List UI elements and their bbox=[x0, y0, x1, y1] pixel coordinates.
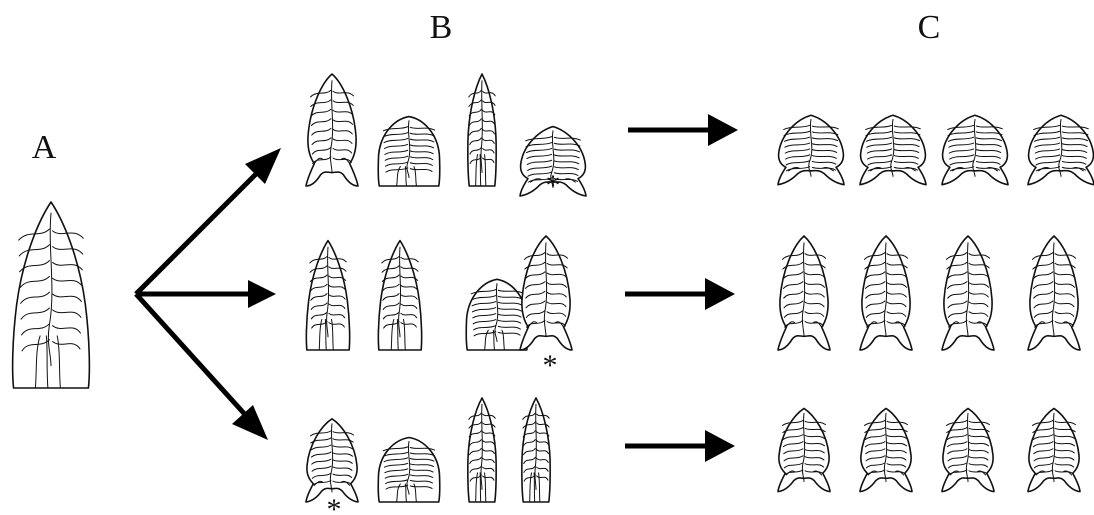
asterisk-marker-row-2: * bbox=[543, 349, 558, 382]
row-arrows bbox=[625, 114, 738, 462]
stage-b-row-2-point-1 bbox=[306, 241, 349, 350]
stage-b-row-3-point-2 bbox=[378, 438, 440, 502]
stage-b-row-2-point-4 bbox=[520, 236, 572, 350]
branch-arrow-middle-head bbox=[248, 280, 276, 308]
stage-b-row-2-point-3 bbox=[466, 279, 528, 350]
stage-c-row-1-point-4 bbox=[1028, 115, 1094, 184]
stage-b-row-2-point-2 bbox=[378, 241, 421, 350]
branch-arrow-bottom-line bbox=[136, 294, 250, 420]
asterisk-marker-row-1: * bbox=[546, 169, 561, 202]
stage-b-row-3-point-1 bbox=[306, 419, 358, 502]
branch-arrow-top-line bbox=[136, 168, 262, 294]
stage-b-row-3-point-4-flake-scar bbox=[534, 473, 535, 502]
stage-c-row-3-point-3 bbox=[942, 408, 994, 491]
ancestor-point-group bbox=[13, 202, 90, 388]
stage-b-row-1-point-2 bbox=[378, 117, 440, 186]
stage-c-row-1-point-1 bbox=[778, 115, 844, 184]
stage-c-row-1-point-2 bbox=[860, 115, 926, 184]
label-b: B bbox=[430, 9, 453, 46]
row-arrow-top-head bbox=[708, 114, 738, 146]
stage-b-row-3-point-4 bbox=[522, 398, 550, 502]
stage-c-row-2-point-2 bbox=[860, 236, 912, 350]
stage-c-row-2-point-4 bbox=[1028, 236, 1080, 350]
stage-b-row-1-point-3-flake-scar bbox=[480, 155, 481, 186]
row-arrow-bottom-head bbox=[705, 430, 735, 462]
stage-c-row-3-point-2 bbox=[860, 408, 912, 491]
stage-b-row-1-point-3 bbox=[468, 74, 496, 186]
asterisk-marker-row-3: * bbox=[327, 493, 342, 515]
stage-b-row-3-point-3 bbox=[468, 398, 496, 502]
stage-b-row-1-point-1 bbox=[306, 74, 358, 186]
branch-arrows bbox=[136, 148, 281, 440]
stage-c-row-3-point-4 bbox=[1028, 408, 1080, 491]
label-a: A bbox=[32, 129, 57, 166]
label-c: C bbox=[918, 9, 941, 46]
points-layer bbox=[306, 74, 1094, 502]
stage-c-row-2-point-1 bbox=[778, 236, 830, 350]
stage-c-row-2-point-3 bbox=[942, 236, 994, 350]
branch-arrow-bottom-head bbox=[232, 405, 268, 440]
ancestor-point bbox=[13, 202, 90, 388]
stage-b-row-3-point-3-flake-scar bbox=[480, 473, 481, 502]
stage-c-row-3-point-1 bbox=[778, 408, 830, 491]
stage-c-row-1-point-3 bbox=[942, 115, 1008, 184]
row-arrow-middle-head bbox=[705, 278, 735, 310]
